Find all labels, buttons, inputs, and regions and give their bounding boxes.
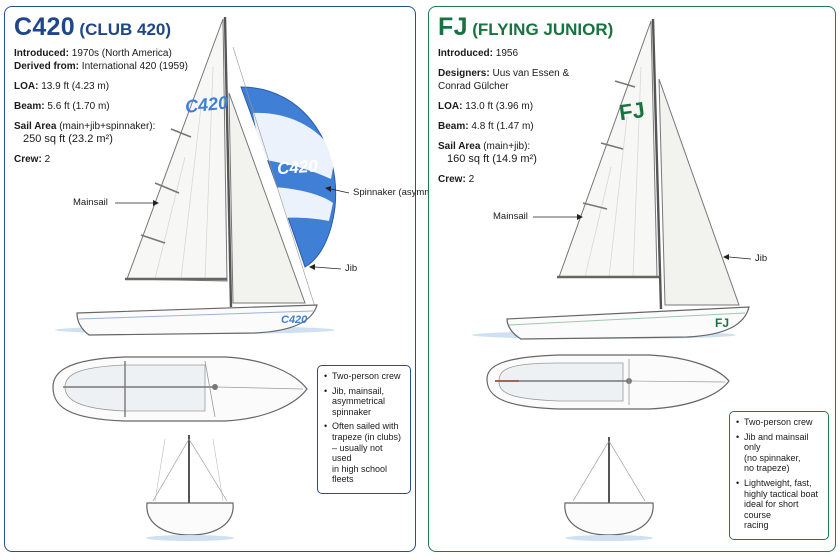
fj-jib-pointer — [728, 256, 752, 260]
c420-sail-area-value: 250 sq ft (23.2 m²) — [23, 133, 113, 145]
c420-sail-area: Sail Area (main+jib+spinnaker): — [14, 121, 156, 132]
fj-mainsail — [558, 20, 658, 278]
fj-top-view — [486, 354, 730, 410]
fj-sail-logo: FJ — [617, 97, 646, 125]
c420-derived: Derived from: International 420 (1959) — [14, 61, 188, 72]
fj-front-view — [564, 437, 654, 541]
c420-spinnaker-logo: C420 — [276, 156, 318, 178]
c420-crew: Crew: 2 — [14, 154, 51, 165]
c420-title-sub: (CLUB 420) — [79, 20, 172, 39]
c420-title-main: C420 — [14, 13, 75, 41]
fj-loa: LOA: 13.0 ft (3.96 m) — [438, 101, 534, 112]
fj-crew: Crew: 2 — [438, 174, 475, 185]
c420-note-sails: Jib, mainsail, asymmetrical spinnaker — [324, 386, 404, 418]
fj-sail-area-value: 160 sq ft (14.9 m²) — [447, 153, 537, 165]
fj-note-character: Lightweight, fast, highly tactical boat … — [736, 478, 822, 531]
c420-spinnaker — [240, 86, 337, 268]
fj-specs: Introduced: 1956 Designers: Uus van Esse… — [438, 47, 569, 186]
fj-designers: Designers: Uus van Essen & — [438, 68, 570, 79]
fj-drawings: FJ FJ — [472, 18, 752, 541]
c420-mast — [223, 16, 233, 308]
fj-mainsail-label: Mainsail — [493, 211, 528, 222]
fj-jib-label: Jib — [755, 253, 768, 264]
c420-jib-label: Jib — [345, 263, 358, 274]
fj-hull-side — [506, 306, 750, 340]
fj-beam: Beam: 4.8 ft (1.47 m) — [438, 121, 534, 132]
c420-front-view — [146, 435, 234, 541]
c420-sail-logo: C420 — [184, 92, 229, 116]
c420-note-trapeze: Often sailed with trapeze (in clubs) – u… — [324, 421, 404, 485]
c420-specs: Introduced: 1970s (North America) Derive… — [14, 47, 188, 166]
c420-hull-logo: C420 — [281, 314, 308, 326]
c420-loa: LOA: 13.9 ft (4.23 m) — [14, 81, 110, 92]
c420-introduced: Introduced: 1970s (North America) — [14, 48, 172, 59]
fj-title-main: FJ — [438, 13, 468, 41]
c420-jib-pointer — [314, 266, 342, 270]
fj-sail-area: Sail Area (main+jib): — [438, 141, 531, 152]
c420-spinnaker-pointer — [330, 188, 350, 194]
c420-panel: C420 C420 C420 C420 (CLUB 420) Introduce… — [4, 6, 461, 552]
c420-beam: Beam: 5.6 ft (1.70 m) — [14, 101, 110, 112]
fj-mast — [651, 18, 663, 310]
fj-introduced: Introduced: 1956 — [438, 48, 519, 59]
fj-hull-logo: FJ — [715, 316, 729, 330]
fj-title: FJ (FLYING JUNIOR) — [438, 13, 613, 42]
c420-jib — [228, 92, 306, 304]
fj-note-sails: Jib and mainsail only (no spinnaker, no … — [736, 432, 822, 474]
fj-notes-box: Two-person crew Jib and mainsail only (n… — [729, 411, 829, 540]
fj-designers-cont: Conrad Gülcher — [438, 81, 509, 92]
c420-note-crew: Two-person crew — [324, 371, 404, 382]
fj-title-sub: (FLYING JUNIOR) — [472, 20, 614, 39]
c420-notes-box: Two-person crew Jib, mainsail, asymmetri… — [317, 365, 411, 494]
c420-title: C420 (CLUB 420) — [14, 13, 171, 42]
fj-jib — [658, 78, 740, 306]
c420-drawings: C420 C420 C420 — [52, 16, 350, 541]
fj-note-crew: Two-person crew — [736, 417, 822, 428]
c420-top-view — [52, 356, 308, 422]
c420-mainsail-label: Mainsail — [73, 197, 108, 208]
fj-panel: FJ FJ FJ (FLYING JUNIOR) Introduced: 195… — [428, 6, 836, 552]
